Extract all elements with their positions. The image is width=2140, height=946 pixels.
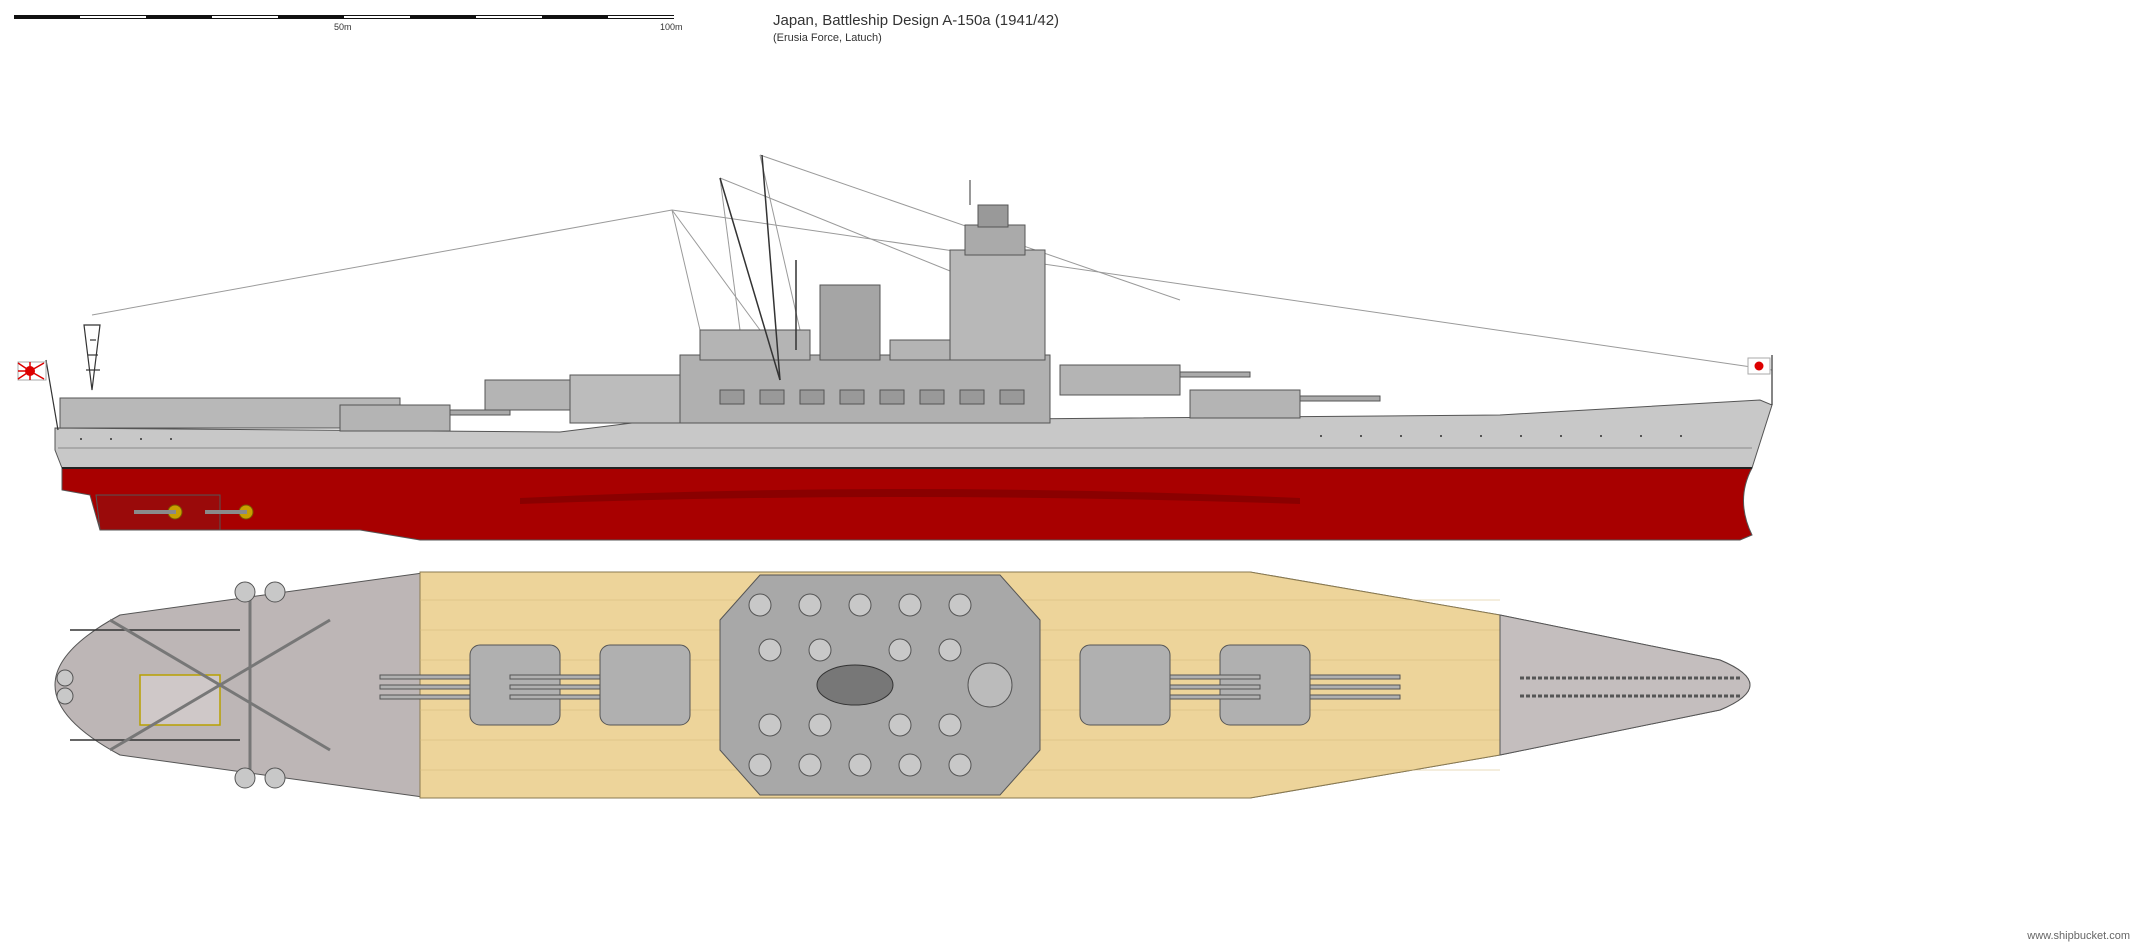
stern-aircraft-crane: [83, 324, 101, 391]
main-mast: [719, 154, 797, 381]
main-turret-aft: [339, 404, 511, 432]
upper-hull-gray: [54, 399, 1773, 469]
main-turret-b: [1189, 389, 1381, 419]
rising-sun-ensign-icon: [17, 359, 59, 431]
scale-segment: [212, 15, 278, 19]
scale-segment: [14, 15, 80, 19]
hull-shadow: [520, 489, 1300, 504]
scale-label-100m: 100m: [660, 22, 683, 32]
scale-segment: [344, 15, 410, 19]
main-turret-b-plan: [1079, 644, 1261, 726]
pagoda-tower: [949, 249, 1046, 361]
aircraft-hangar-hatch: [139, 674, 221, 726]
main-turret-a-plan: [1219, 644, 1401, 726]
page-subtitle: (Erusia Force, Latuch): [773, 32, 882, 44]
scale-segment: [146, 15, 212, 19]
lower-hull-red: [61, 467, 1753, 541]
scale-segment: [410, 15, 476, 19]
funnel-top: [816, 664, 894, 706]
stern-cross-beams: [109, 590, 331, 780]
scale-segment: [542, 15, 608, 19]
title-block: Japan, Battleship Design A-150a (1941/42…: [773, 12, 1059, 44]
page-title: Japan, Battleship Design A-150a (1941/42…: [773, 12, 1060, 29]
side-profile-view: [17, 154, 1773, 541]
funnel: [819, 284, 881, 361]
scale-segment: [80, 15, 146, 19]
main-turret-a: [1059, 364, 1251, 396]
propeller-icon: [134, 504, 254, 520]
anchor-chains: [1520, 676, 1740, 698]
scale-bar: 50m 100m: [14, 12, 683, 42]
bow-deck: [1499, 614, 1751, 756]
scale-segment: [278, 15, 344, 19]
stern-catapults: [70, 629, 240, 741]
aa-mounts-stern-plan: [56, 581, 286, 789]
scale-segment: [476, 15, 542, 19]
portholes: [80, 435, 1682, 440]
tower-top: [967, 662, 1013, 708]
scale-label-50m: 50m: [334, 22, 352, 32]
rigging-lines: [91, 154, 1773, 371]
hinomaru-jack-icon: [1747, 355, 1773, 405]
secondary-mounts-plan: [748, 593, 972, 777]
main-turret-x-plan: [509, 644, 691, 726]
scale-segment: [608, 15, 674, 19]
secondary-gun-mounts: [719, 389, 1025, 405]
central-superstructure: [569, 180, 1051, 424]
credit-text: www.shipbucket.com: [2027, 930, 2130, 942]
top-down-plan-view: [54, 571, 1751, 799]
